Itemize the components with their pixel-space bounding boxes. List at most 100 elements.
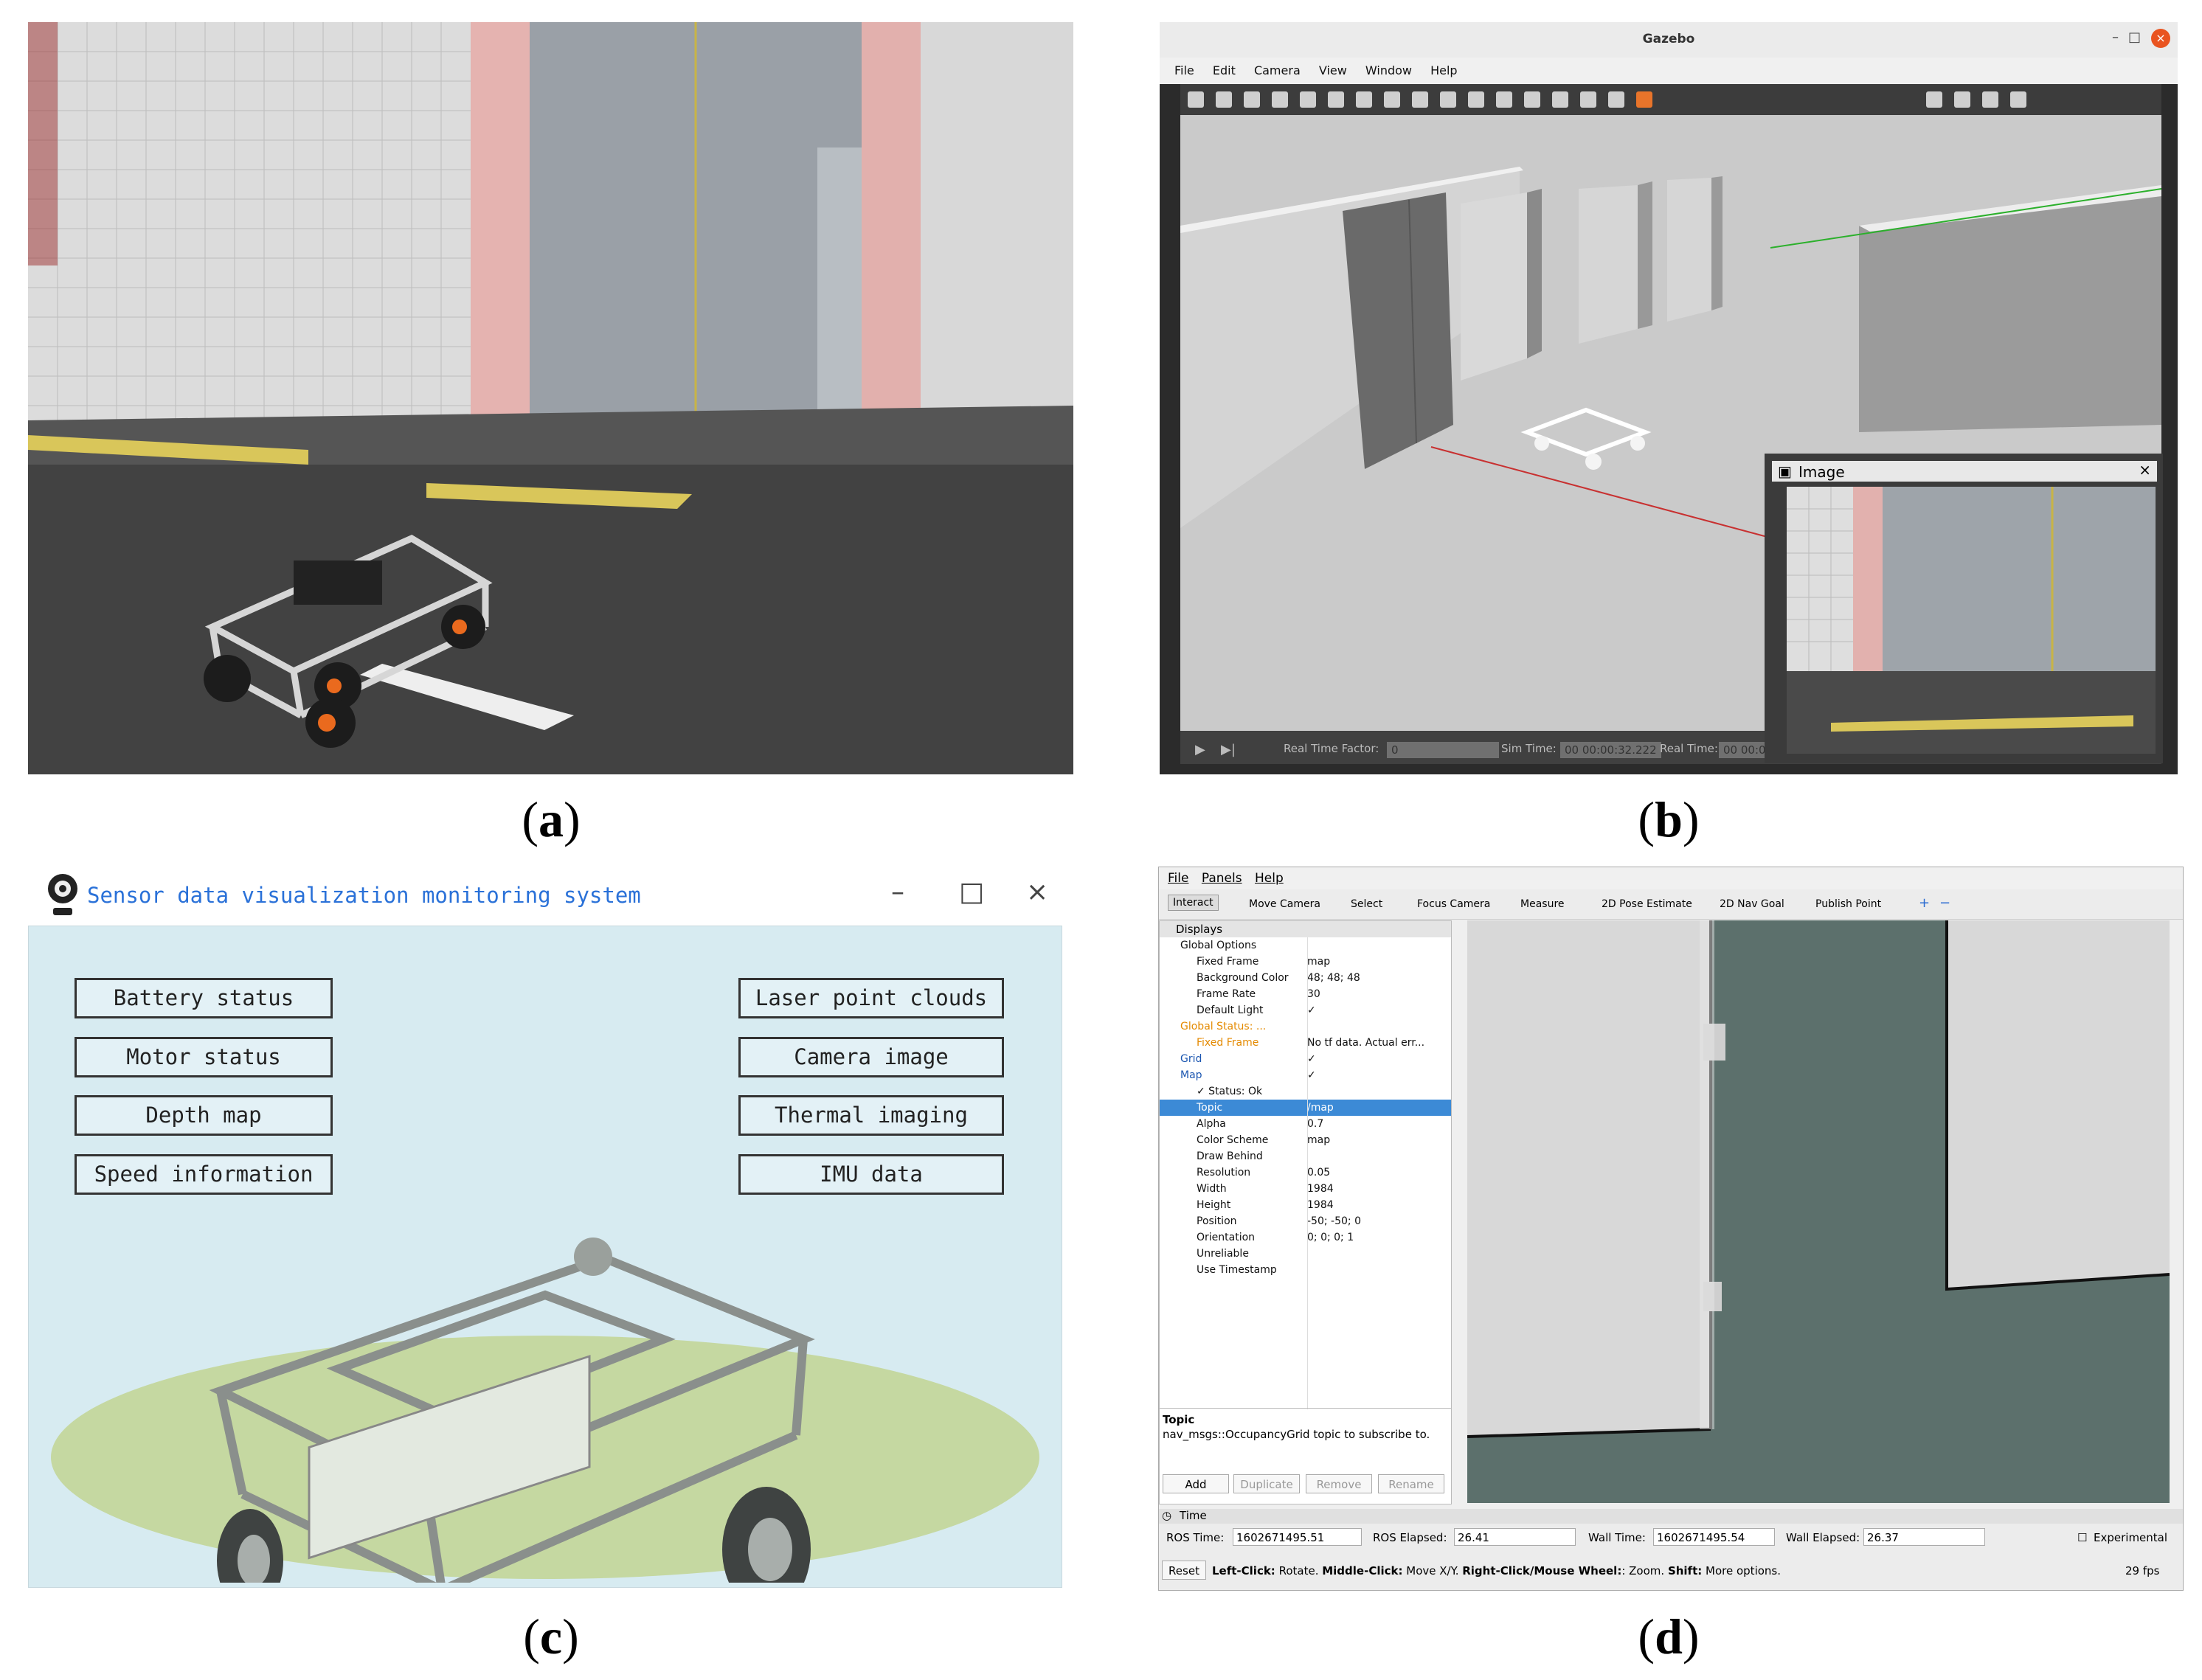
speed-information-button[interactable]: Speed information — [75, 1154, 333, 1195]
display-row[interactable]: Draw Behind — [1160, 1148, 1451, 1164]
menu-help[interactable]: Help — [1254, 871, 1284, 886]
zoom-in-icon[interactable]: + — [1919, 895, 1931, 911]
battery-status-button[interactable]: Battery status — [75, 978, 333, 1018]
sphere-icon[interactable] — [1384, 91, 1400, 108]
window-body: Battery status Motor status Depth map Sp… — [28, 926, 1062, 1588]
rotate-icon[interactable] — [1244, 91, 1260, 108]
undo-icon[interactable] — [1300, 91, 1316, 108]
orange-select-icon[interactable] — [1636, 91, 1652, 108]
window-title: Sensor data visualization monitoring sys… — [87, 883, 641, 908]
rename-button[interactable]: Rename — [1378, 1474, 1444, 1493]
copy-icon[interactable] — [1524, 91, 1540, 108]
redo-icon[interactable] — [1328, 91, 1344, 108]
remove-button[interactable]: Remove — [1306, 1474, 1372, 1493]
laser-point-clouds-button[interactable]: Laser point clouds — [738, 978, 1004, 1018]
maximize-icon[interactable]: □ — [959, 877, 985, 907]
paste-icon[interactable] — [1552, 91, 1568, 108]
motor-status-button[interactable]: Motor status — [75, 1037, 333, 1077]
imu-data-button[interactable]: IMU data — [738, 1154, 1004, 1195]
sun-icon[interactable] — [1440, 91, 1456, 108]
play-icon[interactable]: ▶ — [1195, 742, 1205, 757]
zoom-out-icon[interactable]: − — [1939, 895, 1951, 911]
close-icon[interactable]: × — [1026, 877, 1049, 907]
ros-time-field[interactable]: 1602671495.51 — [1233, 1528, 1362, 1546]
publish-point-tool[interactable]: Publish Point — [1815, 898, 1882, 910]
menu-panels[interactable]: Panels — [1201, 871, 1242, 886]
focus-camera-tool[interactable]: Focus Camera — [1417, 898, 1491, 910]
display-property-name: Background Color — [1197, 972, 1289, 984]
menu-edit[interactable]: Edit — [1212, 63, 1236, 77]
wall-elapsed-field[interactable]: 26.37 — [1863, 1528, 1985, 1546]
display-property-value: map — [1307, 956, 1331, 968]
scale-icon[interactable] — [1272, 91, 1288, 108]
image-close-icon[interactable]: × — [2139, 461, 2151, 479]
point-light-icon[interactable] — [1468, 91, 1484, 108]
depth-map-button[interactable]: Depth map — [75, 1095, 333, 1136]
display-property-name: Topic — [1197, 1102, 1223, 1114]
thermal-imaging-button[interactable]: Thermal imaging — [738, 1095, 1004, 1136]
plot-icon[interactable] — [1982, 91, 1999, 108]
cylinder-icon[interactable] — [1412, 91, 1428, 108]
wall-time-field[interactable]: 1602671495.54 — [1653, 1528, 1775, 1546]
display-property-name: Resolution — [1197, 1167, 1251, 1179]
menu-view[interactable]: View — [1318, 63, 1347, 77]
menu-camera[interactable]: Camera — [1253, 63, 1301, 77]
menu-help[interactable]: Help — [1430, 63, 1458, 77]
display-row[interactable]: ✓ Status: Ok — [1160, 1083, 1451, 1100]
maximize-icon[interactable]: □ — [2127, 29, 2141, 45]
display-row[interactable]: Use Timestamp — [1160, 1262, 1451, 1278]
spot-light-icon[interactable] — [1496, 91, 1512, 108]
duplicate-button[interactable]: Duplicate — [1233, 1474, 1300, 1493]
display-row[interactable]: Grid✓ — [1160, 1051, 1451, 1067]
log-icon[interactable] — [1954, 91, 1971, 108]
display-row[interactable]: Unreliable — [1160, 1246, 1451, 1262]
snap-icon[interactable] — [1608, 91, 1624, 108]
box-icon[interactable] — [1356, 91, 1372, 108]
ros-elapsed-field[interactable]: 26.41 — [1454, 1528, 1576, 1546]
measure-tool[interactable]: Measure — [1520, 898, 1565, 910]
select-tool[interactable]: Select — [1351, 898, 1383, 910]
help-title: Topic — [1163, 1413, 1195, 1426]
experimental-checkbox[interactable]: ☐ — [2077, 1531, 2088, 1544]
time-panel: ◷ Time ROS Time: 1602671495.51 ROS Elaps… — [1159, 1509, 2183, 1590]
move-camera-tool[interactable]: Move Camera — [1249, 898, 1320, 910]
display-row[interactable]: Position-50; -50; 0 — [1160, 1213, 1451, 1229]
map-viewport[interactable] — [1467, 920, 2170, 1503]
align-icon[interactable] — [1580, 91, 1596, 108]
add-button[interactable]: Add — [1163, 1474, 1229, 1493]
close-icon[interactable]: × — [2151, 29, 2170, 48]
webcam-icon — [48, 874, 77, 915]
camera-image-button[interactable]: Camera image — [738, 1037, 1004, 1077]
nav-goal-tool[interactable]: 2D Nav Goal — [1720, 898, 1784, 910]
screenshot-icon[interactable] — [1926, 91, 1943, 108]
video-icon[interactable] — [2010, 91, 2027, 108]
translate-icon[interactable] — [1216, 91, 1232, 108]
display-row[interactable]: Map✓ — [1160, 1067, 1451, 1083]
display-row[interactable]: Global Options — [1160, 937, 1451, 954]
menu-file[interactable]: File — [1168, 871, 1189, 886]
experimental-label: Experimental — [2094, 1531, 2168, 1544]
minimize-icon[interactable]: – — [2112, 29, 2119, 45]
interact-tool[interactable]: Interact — [1168, 895, 1219, 911]
reset-button[interactable]: Reset — [1162, 1561, 1206, 1580]
minimize-icon[interactable]: – — [891, 877, 904, 907]
display-row[interactable]: Default Light✓ — [1160, 1002, 1451, 1018]
display-row[interactable]: Topic/map — [1160, 1100, 1451, 1116]
display-property-value: 48; 48; 48 — [1307, 972, 1360, 984]
display-row[interactable]: Global Status: ... — [1160, 1018, 1451, 1035]
menu-window[interactable]: Window — [1365, 63, 1412, 77]
step-icon[interactable]: ▶| — [1221, 742, 1236, 757]
display-row[interactable]: Background Color 48; 48; 48 — [1160, 970, 1451, 986]
select-arrow-icon[interactable] — [1188, 91, 1204, 108]
pose-estimate-tool[interactable]: 2D Pose Estimate — [1602, 898, 1692, 910]
menu-file[interactable]: File — [1174, 63, 1194, 77]
